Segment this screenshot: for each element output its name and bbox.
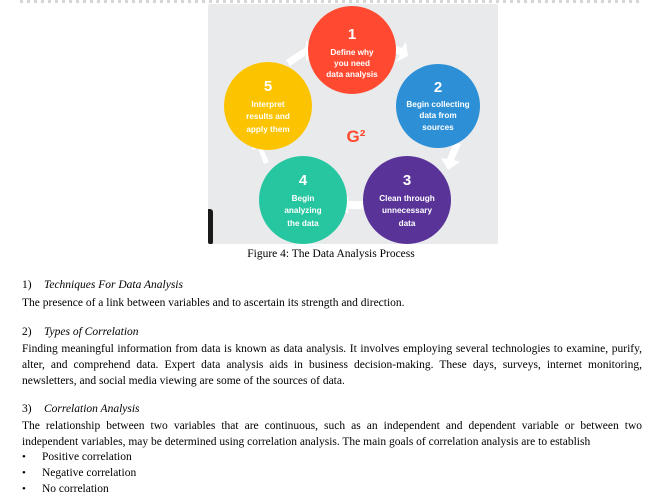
figure-edge-mark xyxy=(208,209,213,244)
arrow-2-to-3 xyxy=(441,142,461,170)
step-5-number: 5 xyxy=(264,78,272,95)
list-item: Negative correlation xyxy=(22,465,136,481)
step-3-line-2: unnecessary xyxy=(382,206,433,215)
section-2-title: Types of Correlation xyxy=(44,326,139,338)
section-2-heading: 2) Types of Correlation xyxy=(22,326,139,338)
step-2-number: 2 xyxy=(434,79,442,96)
step-4-line-1: Begin xyxy=(292,194,315,203)
list-item: No correlation xyxy=(22,481,136,497)
step-2-circle: 2 Begin collecting data from sources xyxy=(396,64,480,148)
step-1-circle: 1 Define why you need data analysis xyxy=(308,6,396,94)
section-3-text: The relationship between two variables t… xyxy=(22,420,642,448)
data-analysis-process-figure: 1 Define why you need data analysis 2 Be… xyxy=(208,4,498,244)
step-1-number: 1 xyxy=(348,26,356,43)
section-1-heading: 1) Techniques For Data Analysis xyxy=(22,279,183,291)
step-3-number: 3 xyxy=(403,172,411,189)
section-3-number: 3) xyxy=(22,403,32,415)
step-5-line-2: results and xyxy=(246,112,290,121)
step-5-line-1: Interpret xyxy=(251,100,284,109)
step-5-line-3: apply them xyxy=(246,125,289,134)
figure-caption: Figure 4: The Data Analysis Process xyxy=(247,248,415,260)
section-3-heading: 3) Correlation Analysis xyxy=(22,403,140,415)
step-5-circle: 5 Interpret results and apply them xyxy=(224,62,312,150)
correlation-types-list: Positive correlation Negative correlatio… xyxy=(22,449,136,497)
step-4-number: 4 xyxy=(299,172,308,189)
section-2-text: Finding meaningful information from data… xyxy=(22,343,642,387)
previous-text-line xyxy=(20,0,642,3)
section-1-text: The presence of a link between variables… xyxy=(22,297,405,309)
g2-logo: G² xyxy=(347,127,366,146)
step-3-line-1: Clean through xyxy=(379,194,435,203)
section-3-title: Correlation Analysis xyxy=(44,403,140,415)
step-3-line-3: data xyxy=(399,219,416,228)
step-4-circle: 4 Begin analyzing the data xyxy=(259,156,347,244)
step-2-line-1: Begin collecting xyxy=(406,100,469,109)
step-3-circle: 3 Clean through unnecessary data xyxy=(363,156,451,244)
section-2-number: 2) xyxy=(22,326,32,338)
step-4-line-3: the data xyxy=(287,219,319,228)
section-1-number: 1) xyxy=(22,279,32,291)
step-1-line-3: data analysis xyxy=(326,70,378,79)
section-1-title: Techniques For Data Analysis xyxy=(44,279,183,291)
list-item: Positive correlation xyxy=(22,449,136,465)
process-cycle-diagram: 1 Define why you need data analysis 2 Be… xyxy=(224,6,480,244)
arrow-5-to-1 xyxy=(286,40,314,66)
step-2-line-2: data from xyxy=(419,111,456,120)
step-1-line-1: Define why xyxy=(330,48,374,57)
step-2-line-3: sources xyxy=(422,123,454,132)
step-4-line-2: analyzing xyxy=(284,206,321,215)
step-1-line-2: you need xyxy=(334,59,370,68)
